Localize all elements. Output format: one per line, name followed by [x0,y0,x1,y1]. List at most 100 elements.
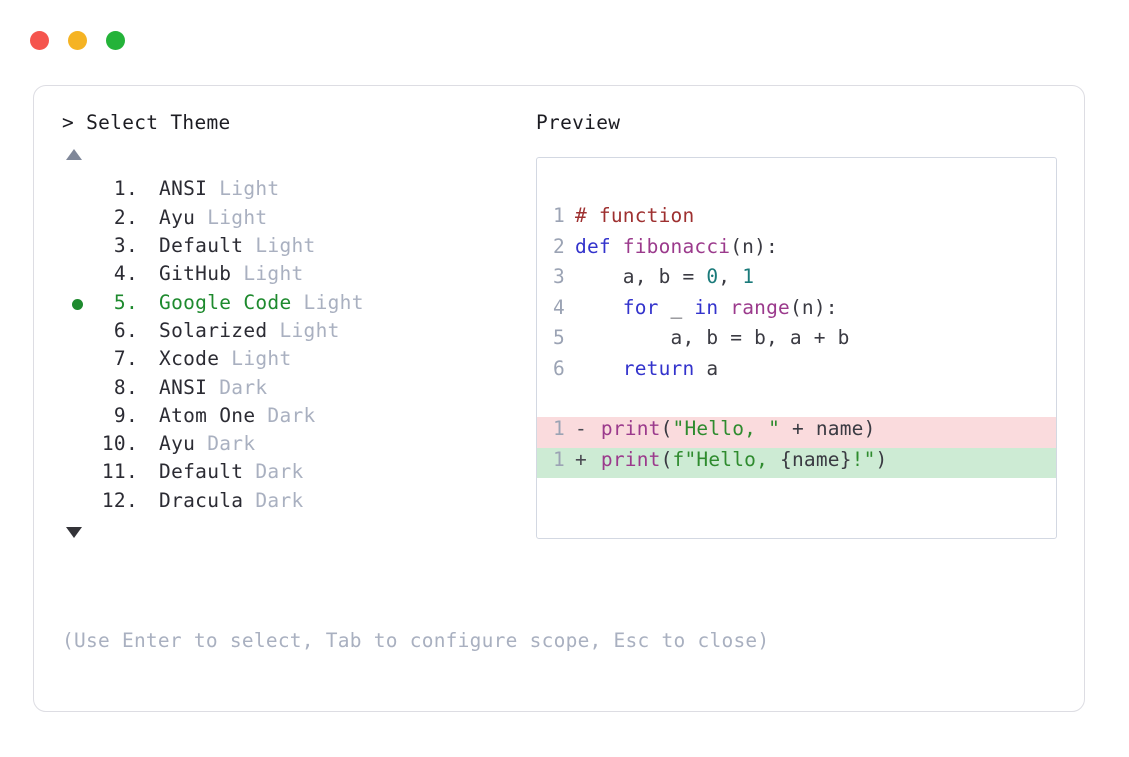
theme-index-spacer [138,206,159,229]
code-token: _ [658,295,695,319]
code-token: (n): [730,234,778,258]
theme-variant: Dark [243,488,304,512]
theme-index: 5. [113,290,138,314]
theme-index-spacer [138,460,159,483]
line-number: 1 [553,204,565,228]
theme-name: Google Code [159,290,292,314]
code-token: print [600,417,661,441]
code-token: (n): [789,295,838,319]
theme-index: 1. [113,177,138,201]
theme-index: 2. [113,205,138,229]
selection-bullet-cell [62,299,92,311]
code-line: 6 return a [537,357,1056,388]
code-token: ( [660,417,673,441]
theme-index-spacer [138,376,159,399]
code-token: in [694,295,719,319]
code-token: def [575,234,623,258]
diff-line-del: 1- print("Hello, " + name) [537,417,1056,448]
theme-list-item[interactable]: 10. Ayu Dark [62,432,532,460]
theme-index: 8. [113,375,138,399]
theme-index: 6. [113,318,138,342]
theme-variant: Dark [243,460,304,484]
theme-list-item[interactable]: 12. Dracula Dark [62,489,532,517]
theme-list-item[interactable]: 6. Solarized Light [62,319,532,347]
theme-name: Ayu [159,432,196,456]
theme-variant: Light [231,262,304,286]
theme-index: 3. [113,234,138,258]
code-token: range [730,295,790,319]
code-spacer [537,387,1056,417]
triangle-down-icon[interactable] [66,527,82,539]
code-token: a, b = [575,265,707,289]
theme-index-spacer [138,404,159,427]
selected-bullet-icon [71,299,83,311]
line-number: 4 [553,295,565,319]
theme-list-item[interactable]: 4. GitHub Light [62,262,532,290]
minimize-button-icon[interactable] [68,31,87,50]
theme-name: Default [159,460,244,484]
theme-index-spacer [138,319,159,342]
theme-name: Default [159,234,244,258]
theme-name: Ayu [159,205,196,229]
theme-list-item[interactable]: 8. ANSI Dark [62,376,532,404]
theme-list-item[interactable]: 2. Ayu Light [62,206,532,234]
theme-index: 7. [113,347,138,371]
code-token: print [600,447,661,471]
theme-index: 12. [101,488,138,512]
theme-index: 10. [101,432,138,456]
code-token: 0 [706,265,719,289]
preview-label: Preview [536,111,621,134]
code-token: for [622,295,659,319]
theme-index-spacer [138,347,159,370]
diff-sign: - [575,417,599,441]
close-button-icon[interactable] [30,31,49,50]
theme-name: ANSI [159,375,208,399]
code-line: 1# function [537,204,1056,235]
theme-variant: Dark [207,375,268,399]
theme-index: 9. [113,403,138,427]
theme-list-item[interactable]: 7. Xcode Light [62,347,532,375]
window-traffic-lights [30,31,125,50]
theme-variant: Dark [255,403,316,427]
theme-variant: Light [291,290,364,314]
line-number: 2 [553,234,565,258]
theme-name: Atom One [159,403,256,427]
code-token [575,357,623,380]
theme-variant: Light [267,318,340,342]
code-token: return [622,356,695,380]
code-token: "Hello, " [672,417,781,441]
theme-name: Xcode [159,347,220,371]
maximize-button-icon[interactable] [106,31,125,50]
select-theme-prompt: > Select Theme [62,111,231,134]
theme-variant: Dark [195,432,256,456]
line-number: 6 [553,356,565,380]
code-token [718,296,730,319]
theme-variant: Light [195,205,268,229]
code-line: 4 for _ in range(n): [537,296,1056,327]
code-token: ( [660,447,673,471]
theme-list-item[interactable]: 1. ANSI Light [62,177,532,205]
code-token: + name) [780,417,876,441]
theme-list-item[interactable]: 11. Default Dark [62,460,532,488]
theme-name: GitHub [159,262,232,286]
theme-list-item[interactable]: 5. Google Code Light [62,291,532,319]
code-token: !" [851,447,876,471]
theme-index-spacer [138,262,159,285]
line-number: 5 [553,326,565,350]
theme-index-spacer [138,489,159,512]
theme-list-item[interactable]: 9. Atom One Dark [62,404,532,432]
theme-name: Solarized [159,318,268,342]
theme-variant: Light [243,234,316,258]
code-line: 3 a, b = 0, 1 [537,265,1056,296]
theme-list-item[interactable]: 3. Default Light [62,234,532,262]
triangle-up-icon[interactable] [66,149,82,161]
line-number: 1 [553,417,565,441]
theme-index-spacer [138,177,159,200]
code-token: ) [875,447,888,471]
code-token: {name} [780,447,852,471]
line-number: 1 [553,447,565,471]
theme-index: 11. [101,460,138,484]
